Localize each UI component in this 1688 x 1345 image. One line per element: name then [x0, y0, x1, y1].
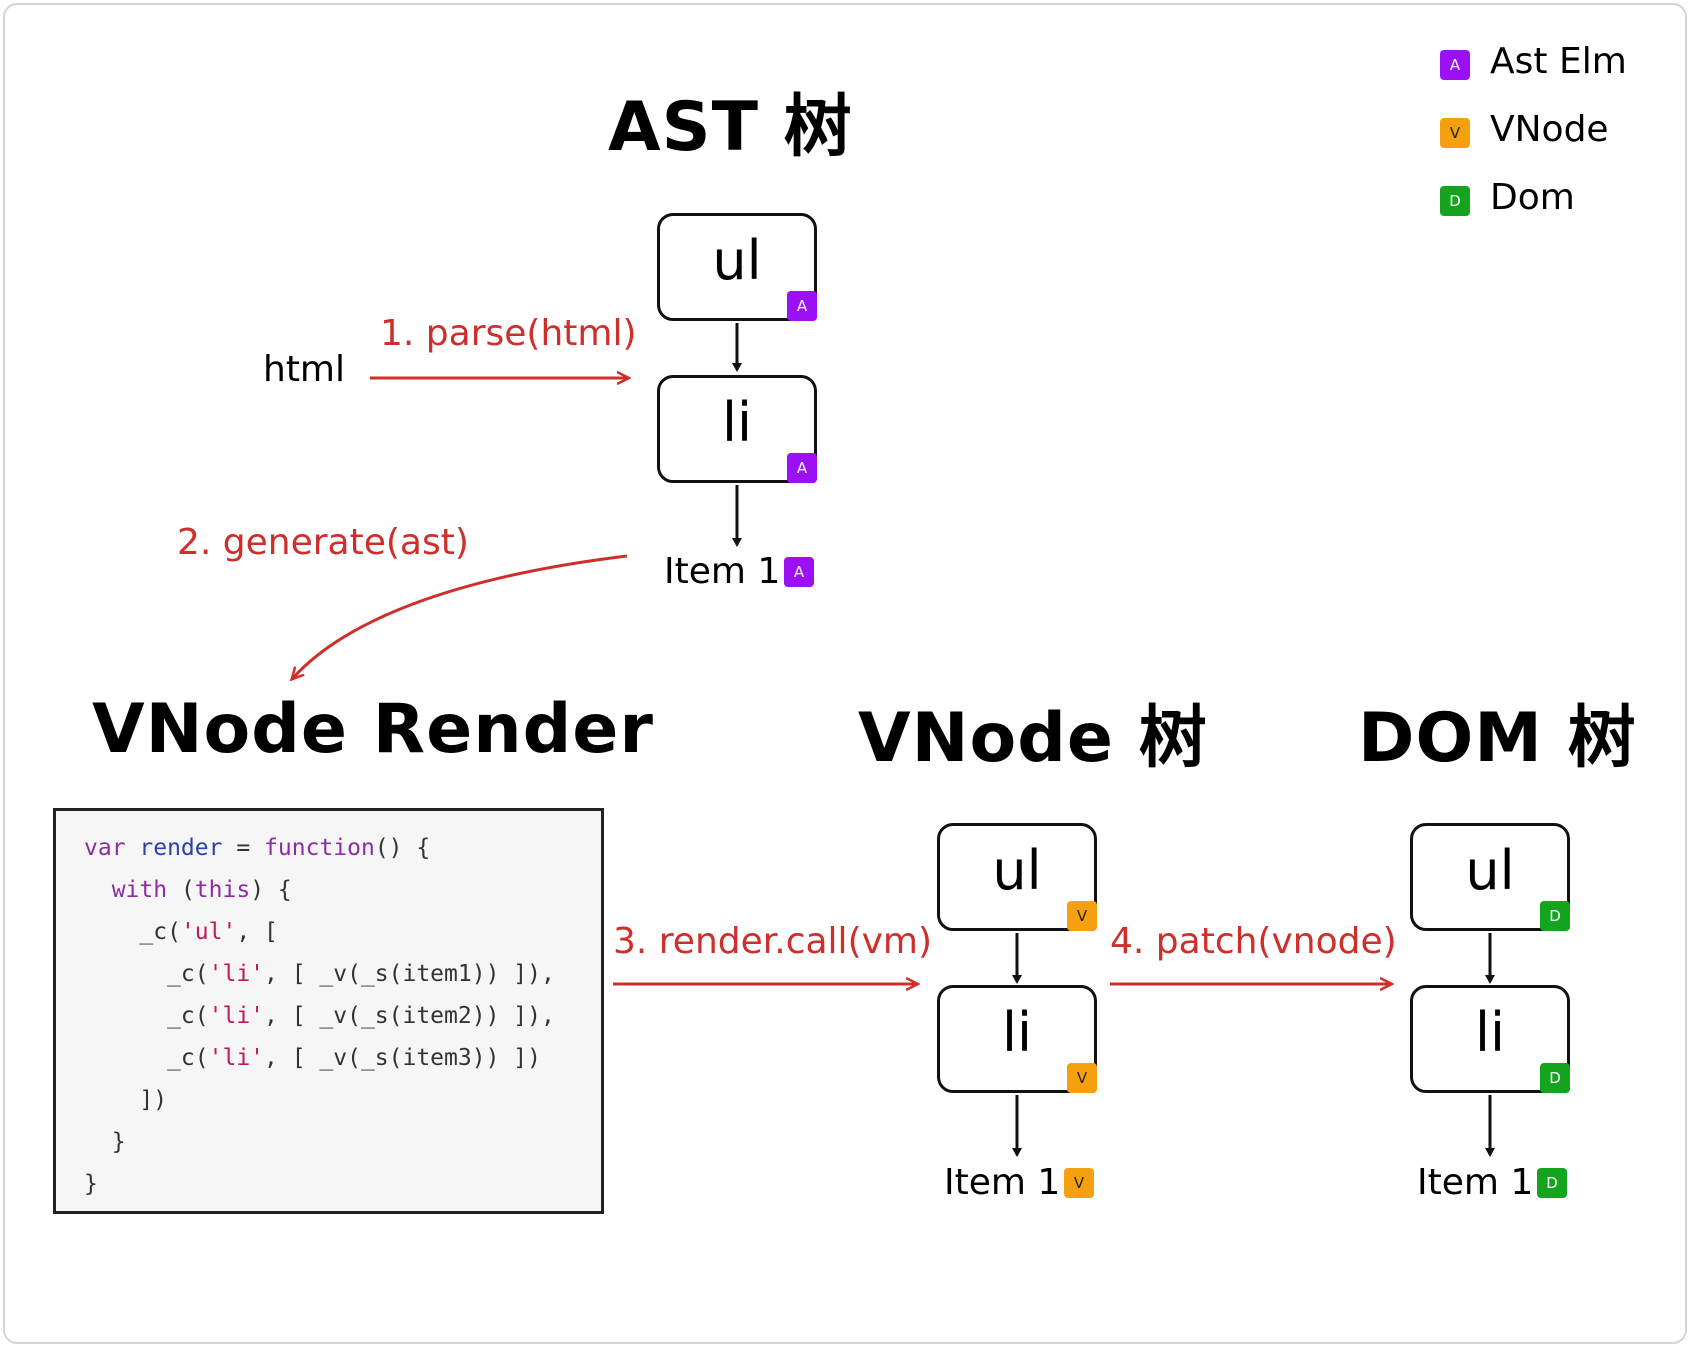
html-input-label: html	[263, 349, 346, 390]
ast-li-node: li A	[657, 375, 817, 483]
leaf-label: Item 1	[664, 551, 781, 592]
dom-ul-node: ul D	[1410, 823, 1570, 931]
legend-label: Dom	[1490, 177, 1575, 218]
step-patch-label: 4. patch(vnode)	[1110, 921, 1397, 962]
leaf-label: Item 1	[944, 1162, 1061, 1203]
code-line: ])	[84, 1079, 601, 1121]
vnode-render-title: VNode Render	[92, 690, 654, 769]
code-line: }	[84, 1121, 601, 1163]
leaf-label: Item 1	[1417, 1162, 1534, 1203]
code-token: }	[84, 1171, 98, 1197]
step-generate-label: 2. generate(ast)	[177, 522, 469, 563]
ast-badge-icon: A	[1440, 50, 1470, 80]
dom-li-node: li D	[1410, 985, 1570, 1093]
dom-badge-icon: D	[1540, 901, 1570, 931]
code-token: 'ul'	[180, 919, 237, 945]
vnode-badge-icon: V	[1067, 901, 1097, 931]
node-label: ul	[1465, 839, 1515, 902]
code-token: _c(	[84, 961, 209, 987]
code-token: ])	[84, 1087, 168, 1113]
dom-badge-icon: D	[1440, 186, 1470, 216]
node-label: ul	[992, 839, 1042, 902]
code-token: , [ _v(_s(item3)) ])	[264, 1045, 541, 1071]
vnode-ul-node: ul V	[937, 823, 1097, 931]
vnode-tree-title: VNode 树	[858, 699, 1208, 778]
code-line: }	[84, 1163, 601, 1205]
code-line: with (this) {	[84, 869, 601, 911]
render-code-block: var render = function() { with (this) { …	[53, 808, 604, 1214]
code-token: ) {	[250, 877, 292, 903]
node-label: li	[721, 391, 752, 454]
dom-item-leaf: Item 1 D	[1417, 1162, 1567, 1203]
code-token: with	[111, 877, 168, 903]
ast-badge-icon: A	[787, 291, 817, 321]
code-token: _c(	[84, 1045, 209, 1071]
vnode-li-node: li V	[937, 985, 1097, 1093]
code-token: 'li'	[208, 961, 265, 987]
code-token	[84, 877, 112, 903]
code-token: _c(	[84, 919, 181, 945]
code-line: _c('li', [ _v(_s(item1)) ]),	[84, 953, 601, 995]
dom-badge-icon: D	[1540, 1063, 1570, 1093]
code-line: _c('li', [ _v(_s(item2)) ]),	[84, 995, 601, 1037]
vnode-badge-icon: V	[1067, 1063, 1097, 1093]
code-token: =	[222, 835, 265, 861]
legend-label: Ast Elm	[1490, 41, 1627, 82]
vnode-badge-icon: V	[1440, 118, 1470, 148]
code-token: (	[167, 877, 195, 903]
code-line: _c('li', [ _v(_s(item3)) ])	[84, 1037, 601, 1079]
ast-item-leaf: Item 1 A	[664, 551, 814, 592]
code-token: _c(	[84, 1003, 209, 1029]
code-token: () {	[374, 835, 431, 861]
vnode-badge-icon: V	[1064, 1168, 1094, 1198]
node-label: li	[1474, 1001, 1505, 1064]
step-parse-label: 1. parse(html)	[380, 313, 637, 354]
code-token: function	[264, 835, 375, 861]
dom-tree-title: DOM 树	[1358, 699, 1637, 778]
legend-label: VNode	[1490, 109, 1609, 150]
code-token: this	[194, 877, 251, 903]
code-token: var	[84, 835, 140, 861]
node-label: ul	[712, 229, 762, 292]
code-token: , [	[236, 919, 278, 945]
ast-badge-icon: A	[787, 453, 817, 483]
code-token: , [ _v(_s(item1)) ]),	[264, 961, 555, 987]
code-token: render	[139, 835, 223, 861]
code-token: }	[84, 1129, 126, 1155]
ast-ul-node: ul A	[657, 213, 817, 321]
step-render-label: 3. render.call(vm)	[613, 921, 933, 962]
code-token: 'li'	[208, 1045, 265, 1071]
code-token: 'li'	[208, 1003, 265, 1029]
vnode-item-leaf: Item 1 V	[944, 1162, 1094, 1203]
node-label: li	[1001, 1001, 1032, 1064]
ast-tree-title: AST 树	[608, 88, 853, 167]
dom-badge-icon: D	[1537, 1168, 1567, 1198]
ast-badge-icon: A	[784, 557, 814, 587]
code-line: var render = function() {	[84, 827, 601, 869]
code-token: , [ _v(_s(item2)) ]),	[264, 1003, 555, 1029]
code-line: _c('ul', [	[84, 911, 601, 953]
